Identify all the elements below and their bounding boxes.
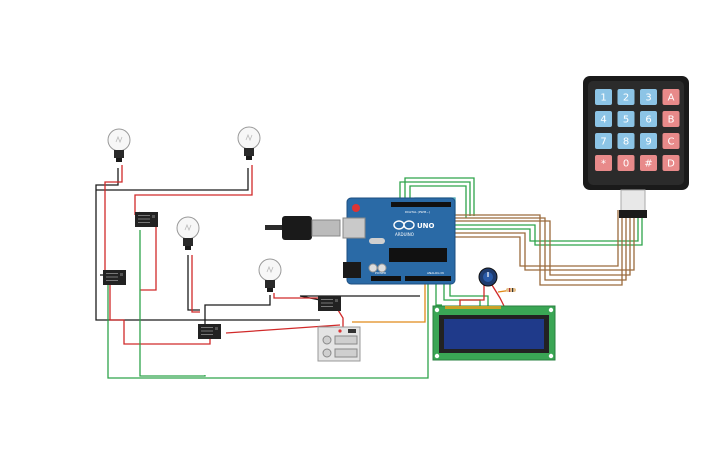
potentiometer[interactable] [478,267,498,287]
relays [103,212,341,339]
keypad-key[interactable]: 9 [640,133,657,149]
keypad-key-label: 3 [645,93,651,104]
relay-module [135,212,158,227]
keypad-key[interactable]: # [640,155,657,171]
digital-header [391,202,451,207]
keypad-key[interactable]: 2 [617,89,635,105]
usb-port [342,217,366,239]
keypad-key-label: D [667,159,675,170]
digital-label: DIGITAL (PWM~) [405,210,430,214]
keypad-4x4[interactable]: 1 2 3 A 4 5 6 B 7 8 9 C * 0 # D [583,76,689,218]
microcontroller-chip [389,248,447,262]
capacitor [377,263,387,273]
keypad-key-label: 2 [623,93,629,104]
keypad-key-label: A [668,93,675,104]
light-bulb-icon [237,126,261,160]
keypad-key[interactable]: 8 [617,133,635,149]
keypad-key-label: B [668,115,675,126]
keypad-key[interactable]: A [662,89,680,105]
reset-button[interactable] [352,204,360,212]
terminal [322,335,332,345]
usb-cable [265,225,285,230]
arduino-pcb [346,197,456,285]
keypad-key[interactable]: * [595,155,612,171]
crystal [369,238,385,244]
keypad-key[interactable]: 3 [640,89,657,105]
keypad-key[interactable]: 4 [595,111,612,127]
analog-label: ANALOG IN [427,271,444,275]
power-header [371,276,401,281]
keypad-key-label: # [644,159,652,170]
keypad-key-label: 1 [600,93,606,104]
keypad-key-label: 0 [623,159,629,170]
relay-module [198,324,221,339]
relay-module [318,296,341,311]
usb-connector [311,219,341,237]
keypad-key-label: 9 [645,137,651,148]
power-jack [343,262,361,278]
arduino-logo-text: ARDUINO [395,232,414,237]
keypad-key[interactable]: 5 [617,111,635,127]
usb-plug [282,216,312,240]
pot-wires [459,284,506,309]
light-bulbs [107,126,282,292]
keypad-key[interactable]: 7 [595,133,612,149]
terminal [322,348,332,358]
arduino-logo-icon [393,220,415,230]
keypad-key-label: 5 [623,115,629,126]
keypad-key-label: 6 [645,115,651,126]
arduino-uno-board[interactable]: ARDUINO UNO DIGITAL (PWM~) ANALOG IN POW… [265,197,456,285]
keypad-ribbon [620,189,646,213]
wires [95,165,643,379]
green-wires [107,177,643,379]
keypad-keys: 1 2 3 A 4 5 6 B 7 8 9 C * 0 # D [595,89,680,171]
light-bulb-icon [176,216,200,250]
keypad-key-label: 7 [600,137,606,148]
keypad-key[interactable]: 6 [640,111,657,127]
capacitor [368,263,378,273]
keypad-key[interactable]: 1 [595,89,612,105]
red-wires [104,165,344,345]
keypad-key[interactable]: C [662,133,680,149]
analog-header [405,276,451,281]
keypad-key[interactable]: B [662,111,680,127]
resistor [506,288,516,292]
power-label: POWER [375,271,386,275]
relay-module [103,270,126,285]
power-supply-module [317,326,361,362]
keypad-connector [619,210,647,218]
keypad-key-label: 8 [623,137,629,148]
keypad-key-label: * [601,159,606,170]
light-bulb-icon [258,258,282,292]
lcd-pin-header [445,306,501,309]
brown-wires [438,210,635,286]
keypad-key[interactable]: D [662,155,680,171]
keypad-key-label: 4 [600,115,606,126]
arduino-brand: UNO [417,222,435,230]
lcd-16x2-display [432,305,556,361]
keypad-key[interactable]: 0 [617,155,635,171]
keypad-key-label: C [668,137,675,148]
light-bulb-icon [107,128,131,162]
lcd-screen [444,319,544,349]
